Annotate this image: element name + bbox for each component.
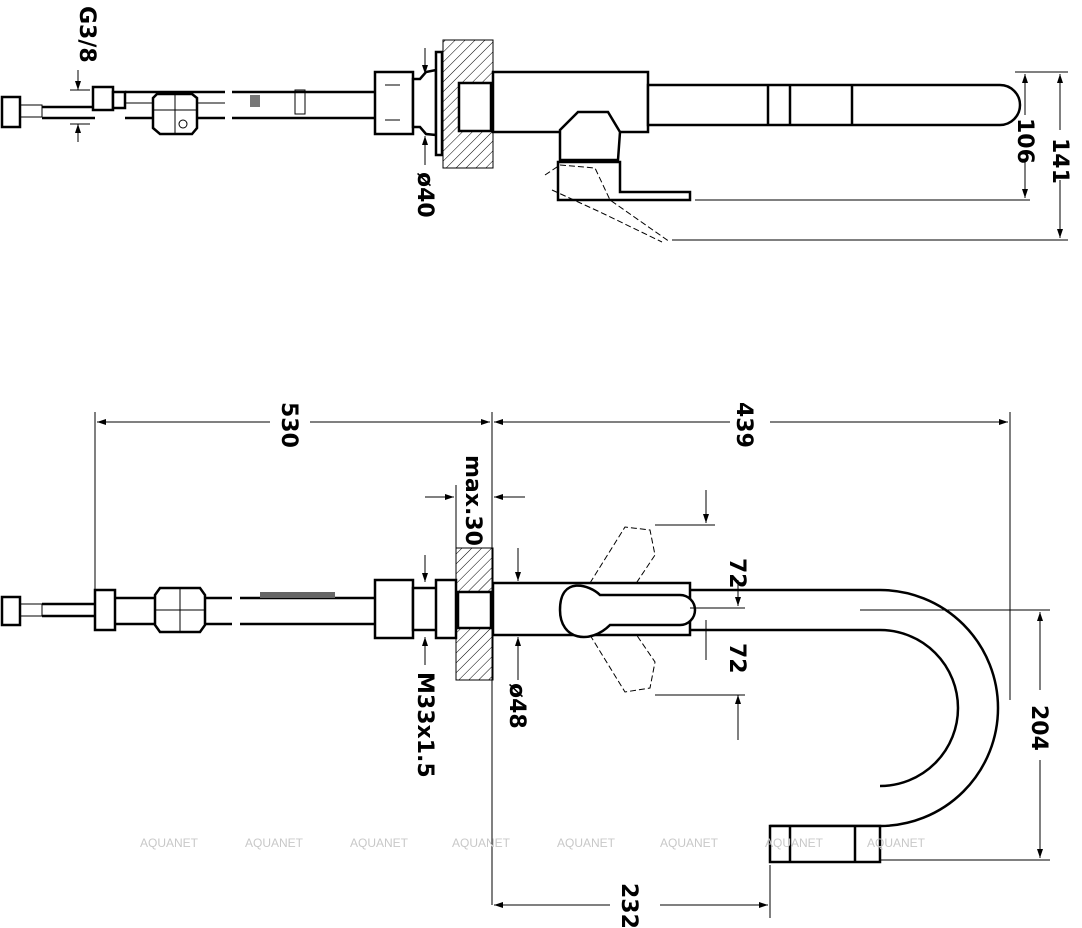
outlet-reach-label: 232 bbox=[616, 883, 641, 928]
watermark: AQUANET bbox=[350, 836, 409, 850]
max-thickness-label: max.30 bbox=[460, 455, 485, 546]
watermark: AQUANET bbox=[140, 836, 199, 850]
watermark: AQUANET bbox=[867, 836, 926, 850]
front-dimensions bbox=[94, 412, 1050, 918]
thread-label: G3/8 bbox=[74, 6, 99, 63]
watermark: AQUANET bbox=[452, 836, 511, 850]
counter-section bbox=[455, 547, 494, 681]
wall-section bbox=[442, 39, 494, 169]
hose-length-label: 530 bbox=[276, 402, 301, 448]
spout-height-label: 204 bbox=[1026, 705, 1051, 751]
watermark: AQUANET bbox=[660, 836, 719, 850]
supply-hose-front bbox=[0, 578, 458, 640]
height-141-label: 141 bbox=[1047, 138, 1072, 184]
front-view: 530 439 max.30 72 72 ø48 M33x1.5 204 232 bbox=[0, 402, 1051, 928]
base-diameter-label: ø48 bbox=[504, 683, 529, 729]
height-106-label: 106 bbox=[1012, 118, 1037, 164]
mount-thread-label: M33x1.5 bbox=[412, 672, 437, 778]
spout-reach-label: 439 bbox=[731, 402, 756, 448]
top-dimensions bbox=[70, 48, 1068, 241]
watermark: AQUANET bbox=[557, 836, 616, 850]
faucet-body-front bbox=[491, 526, 1000, 864]
supply-hose bbox=[0, 50, 444, 157]
lever-angle-up-label: 72 bbox=[724, 558, 749, 589]
mount-diameter-label: ø40 bbox=[412, 172, 437, 218]
lever-angle-down-label: 72 bbox=[724, 643, 749, 674]
watermarks: AQUANET AQUANET AQUANET AQUANET AQUANET … bbox=[140, 836, 926, 850]
faucet-body bbox=[491, 70, 1022, 243]
watermark: AQUANET bbox=[765, 836, 824, 850]
top-view: G3/8 ø40 106 141 bbox=[0, 6, 1072, 243]
watermark: AQUANET bbox=[245, 836, 304, 850]
